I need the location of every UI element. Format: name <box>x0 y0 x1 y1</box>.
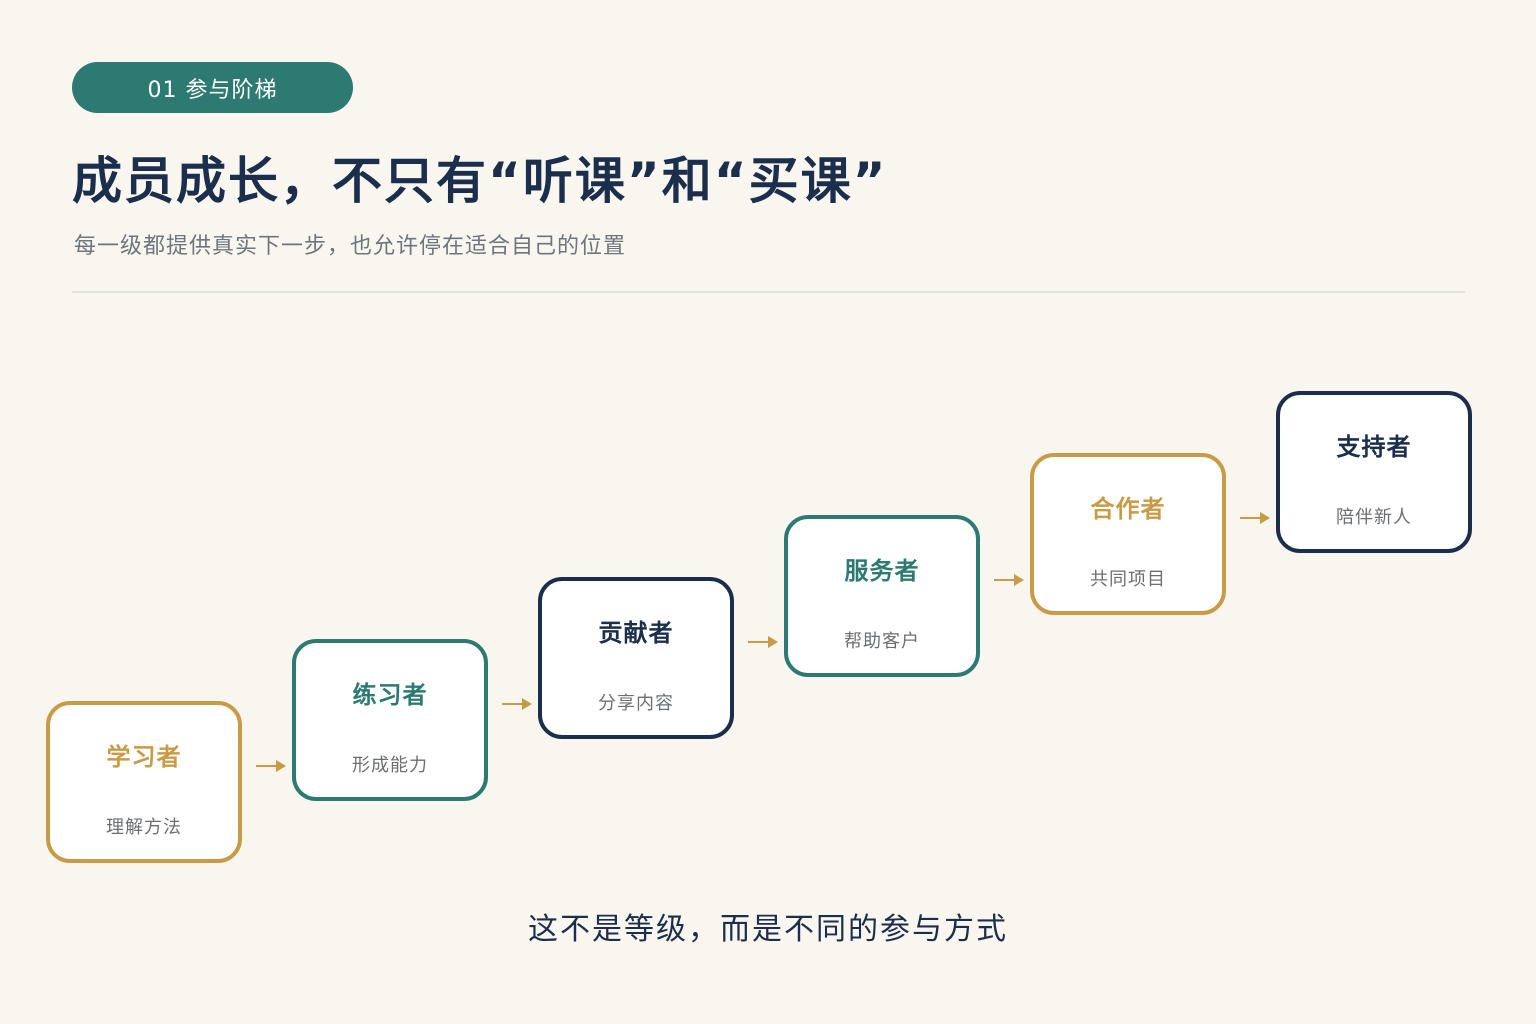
ladder-step-collaborator: 合作者 共同项目 <box>1030 453 1226 615</box>
step-name: 练习者 <box>352 681 428 709</box>
page-subtitle: 每一级都提供真实下一步，也允许停在适合自己的位置 <box>74 234 627 259</box>
ladder-step-supporter: 支持者 陪伴新人 <box>1276 391 1472 553</box>
arrow-right-icon <box>748 636 778 648</box>
section-label: 01 参与阶梯 <box>147 77 278 103</box>
step-name: 学习者 <box>106 743 182 771</box>
arrow-right-icon <box>994 574 1024 586</box>
step-name: 贡献者 <box>598 619 674 647</box>
step-desc: 分享内容 <box>598 693 674 714</box>
arrow-right-icon <box>502 698 532 710</box>
ladder-step-contributor: 贡献者 分享内容 <box>538 577 734 739</box>
ladder-step-servicer: 服务者 帮助客户 <box>784 515 980 677</box>
step-name: 合作者 <box>1090 495 1166 523</box>
page-title: 成员成长，不只有“听课”和“买课” <box>72 152 888 210</box>
header-divider <box>72 291 1465 293</box>
arrow-right-icon <box>1240 512 1270 524</box>
step-name: 支持者 <box>1336 433 1412 461</box>
section-label-badge: 01 参与阶梯 <box>72 62 353 113</box>
ladder-step-practitioner: 练习者 形成能力 <box>292 639 488 801</box>
step-name: 服务者 <box>844 557 920 585</box>
step-desc: 理解方法 <box>106 817 182 838</box>
footer-note: 这不是等级，而是不同的参与方式 <box>528 912 1008 947</box>
step-desc: 形成能力 <box>352 755 428 776</box>
arrow-right-icon <box>256 760 286 772</box>
step-desc: 共同项目 <box>1090 569 1166 590</box>
step-desc: 帮助客户 <box>844 631 920 652</box>
step-desc: 陪伴新人 <box>1336 507 1412 528</box>
ladder-step-learner: 学习者 理解方法 <box>46 701 242 863</box>
